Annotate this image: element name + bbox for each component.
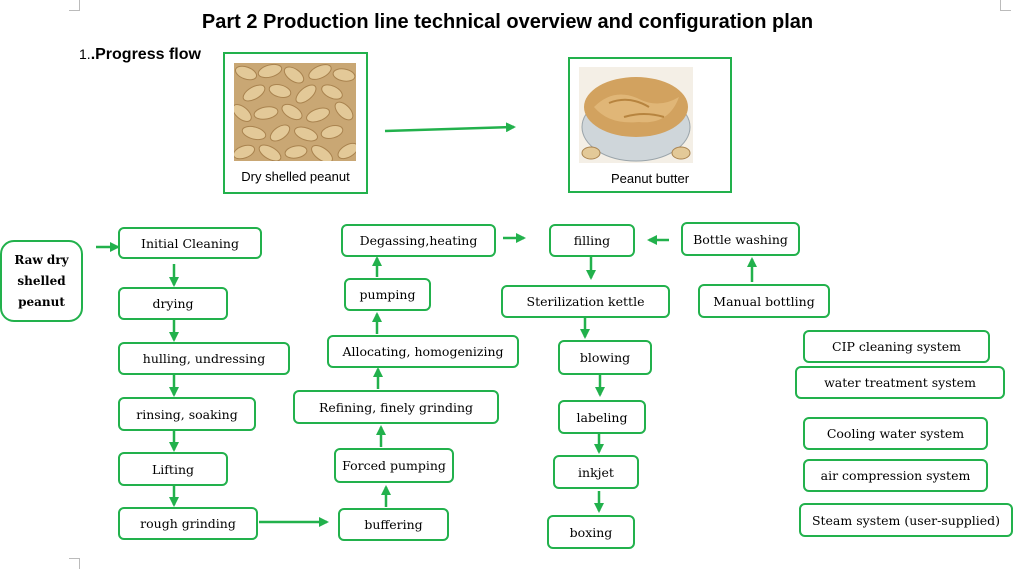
aux-cooling-water: Cooling water system (803, 417, 988, 450)
flow-step-rough-grinding: rough grinding (118, 507, 258, 540)
page-corner-mark (69, 558, 80, 569)
page-corner-mark (69, 0, 80, 11)
section-heading: 1..Progress flow (79, 46, 201, 64)
flow-step-blowing: blowing (558, 340, 652, 375)
flow-step-boxing: boxing (547, 515, 635, 549)
flow-step-refining: Refining, finely grinding (293, 390, 499, 424)
raw-peanut-photo-box: Dry shelled peanut (223, 52, 368, 194)
raw-peanut-caption: Dry shelled peanut (241, 169, 350, 184)
aux-water-treatment: water treatment system (795, 366, 1005, 399)
peanut-butter-photo-box: Peanut butter (568, 57, 732, 193)
flow-step-manual-bottling: Manual bottling (698, 284, 830, 318)
flow-step-bottle-washing: Bottle washing (681, 222, 800, 256)
flow-step-drying: drying (118, 287, 228, 320)
flow-step-labeling: labeling (558, 400, 646, 434)
aux-cip-cleaning: CIP cleaning system (803, 330, 990, 363)
peanut-butter-image (579, 67, 693, 163)
raw-peanut-image (234, 63, 356, 161)
flow-step-rinsing: rinsing, soaking (118, 397, 256, 431)
flow-step-forced-pumping: Forced pumping (334, 448, 454, 483)
flow-step-degassing: Degassing,heating (341, 224, 496, 257)
flow-step-lifting: Lifting (118, 452, 228, 486)
flow-step-buffering: buffering (338, 508, 449, 541)
flow-step-filling: filling (549, 224, 635, 257)
flow-step-pumping: pumping (344, 278, 431, 311)
section-title: .Progress flow (90, 46, 201, 63)
flow-step-inkjet: inkjet (553, 455, 639, 489)
flow-step-initial-cleaning: Initial Cleaning (118, 227, 262, 259)
flow-step-sterilization: Sterilization kettle (501, 285, 670, 318)
page-title: Part 2 Production line technical overvie… (201, 11, 814, 33)
aux-air-compression: air compression system (803, 459, 988, 492)
flow-start-node: Raw dry shelled peanut (0, 240, 83, 322)
flow-step-hulling: hulling, undressing (118, 342, 290, 375)
page-corner-mark (1000, 0, 1011, 11)
flow-step-allocating: Allocating, homogenizing (327, 335, 519, 368)
section-number: 1. (79, 46, 91, 62)
peanut-butter-caption: Peanut butter (610, 171, 690, 186)
aux-steam-system: Steam system (user-supplied) (799, 503, 1013, 537)
